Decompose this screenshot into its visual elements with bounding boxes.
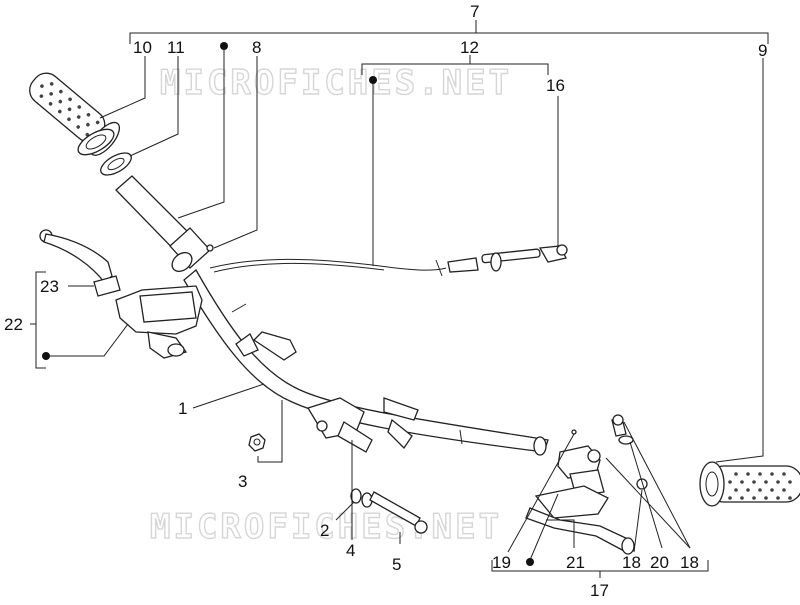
- callout-1: 1: [178, 399, 187, 418]
- callout-17: 17: [590, 581, 609, 600]
- callout-8: 8: [252, 38, 261, 57]
- watermark-bottom: MICROFICHES.NET: [150, 507, 502, 547]
- right-lever-clamp: [557, 445, 605, 497]
- brake-master-cylinder: [115, 285, 203, 359]
- left-grip: [29, 72, 121, 156]
- right-brake-lever: [525, 485, 635, 555]
- callout-10: 10: [133, 38, 152, 57]
- callout-20: 20: [650, 553, 669, 572]
- kit-dots: [42, 42, 534, 566]
- small-screw: [206, 244, 214, 252]
- bracket-7: [129, 20, 769, 44]
- callout-21: 21: [566, 553, 585, 572]
- callout-2: 2: [320, 521, 329, 540]
- throttle-cable: [209, 244, 568, 277]
- callout-18-right: 18: [680, 553, 699, 572]
- leader-lines: [46, 46, 764, 561]
- callout-19: 19: [492, 553, 511, 572]
- callout-23: 23: [40, 277, 59, 296]
- callout-7: 7: [470, 2, 479, 21]
- right-grip: [699, 461, 800, 507]
- callout-labels: 7 10 11 8 12 9 16 23 22 1 3 2 4 5 19 21 …: [4, 2, 767, 600]
- bracket-12: [361, 55, 549, 75]
- watermark-top: MICROFICHES.NET: [160, 63, 512, 103]
- center-clamp: [307, 397, 419, 453]
- callout-18-left: 18: [622, 553, 641, 572]
- left-brake-lever: [39, 229, 121, 297]
- bolt-nut-washers: [248, 433, 428, 534]
- callout-9: 9: [758, 41, 767, 60]
- callout-11: 11: [167, 38, 185, 57]
- callout-12: 12: [460, 38, 479, 57]
- callout-16: 16: [546, 76, 565, 95]
- callout-4: 4: [346, 541, 355, 560]
- right-lever-screws: [571, 414, 648, 490]
- handlebar: [183, 269, 549, 456]
- bracket-22: [30, 271, 46, 369]
- bracket-17: [491, 560, 709, 578]
- callout-3: 3: [238, 472, 247, 491]
- callout-22: 22: [4, 315, 23, 334]
- callout-5: 5: [392, 555, 401, 574]
- throttle-tube: [115, 175, 211, 273]
